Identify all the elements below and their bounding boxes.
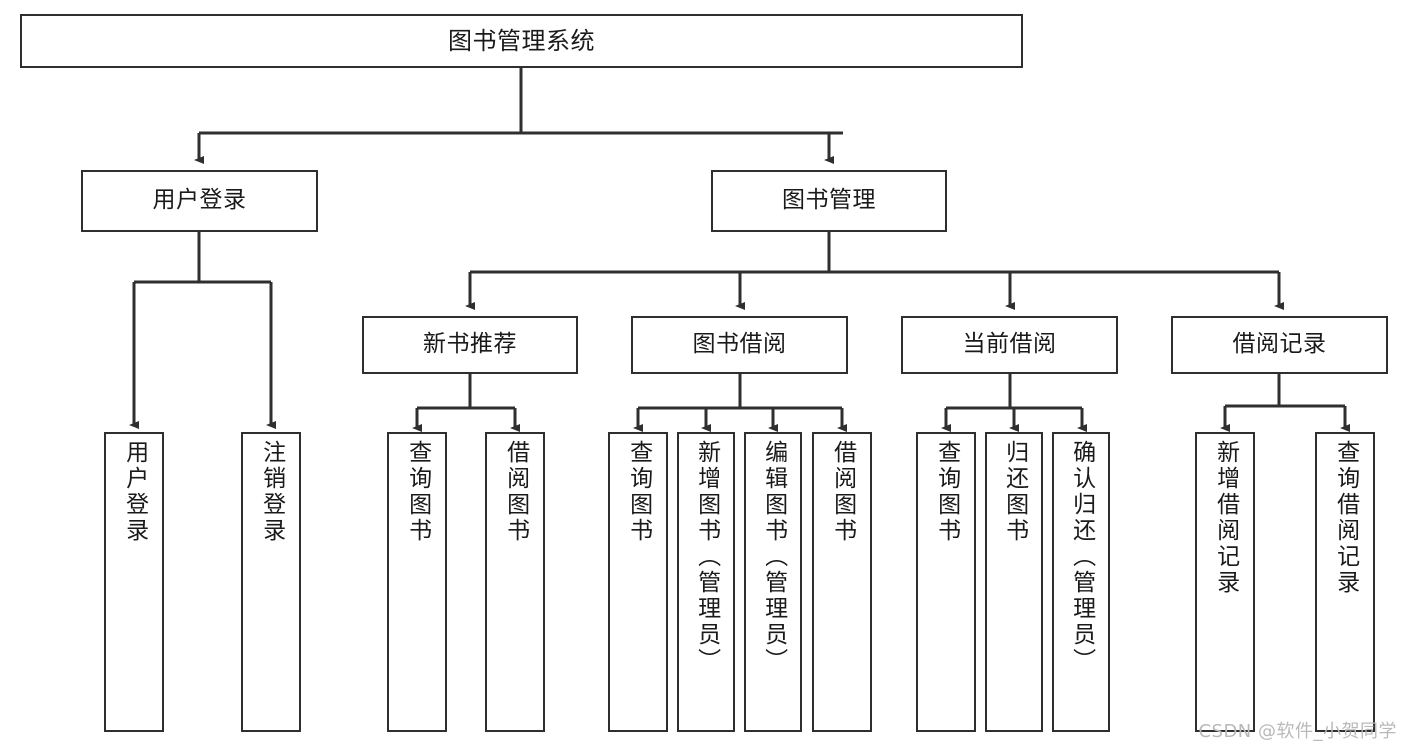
node-leaf-add-book[interactable]: 新增图书（管理员） bbox=[677, 432, 735, 732]
node-leaf-query-book-borrow[interactable]: 查询图书 bbox=[608, 432, 668, 732]
node-label: 注销登录 bbox=[258, 440, 285, 544]
node-label: 查询图书 bbox=[933, 440, 960, 544]
node-book-borrow[interactable]: 图书借阅 bbox=[631, 316, 848, 374]
node-label: 借阅图书 bbox=[502, 440, 529, 544]
node-borrow-record[interactable]: 借阅记录 bbox=[1171, 316, 1388, 374]
node-label: 用户登录 bbox=[121, 440, 148, 544]
node-leaf-add-borrow-record[interactable]: 新增借阅记录 bbox=[1195, 432, 1255, 732]
node-label: 图书借阅 bbox=[692, 331, 787, 358]
node-user-login[interactable]: 用户登录 bbox=[81, 170, 318, 232]
node-leaf-edit-book[interactable]: 编辑图书（管理员） bbox=[744, 432, 802, 732]
watermark-text: CSDN @软件_小贺同学 bbox=[1198, 721, 1397, 742]
node-leaf-query-book-recommend[interactable]: 查询图书 bbox=[387, 432, 447, 732]
node-leaf-query-book-current[interactable]: 查询图书 bbox=[916, 432, 976, 732]
node-leaf-user-login[interactable]: 用户登录 bbox=[104, 432, 164, 732]
node-label: 用户登录 bbox=[152, 187, 247, 214]
node-label: 借阅记录 bbox=[1232, 331, 1327, 358]
node-label: 新增借阅记录 bbox=[1212, 440, 1239, 596]
node-leaf-borrow-book-recommend[interactable]: 借阅图书 bbox=[485, 432, 545, 732]
node-label: 编辑图书（管理员） bbox=[760, 440, 787, 674]
node-book-management[interactable]: 图书管理 bbox=[711, 170, 947, 232]
node-root-book-management-system[interactable]: 图书管理系统 bbox=[20, 14, 1023, 68]
node-label: 图书管理系统 bbox=[448, 26, 595, 55]
node-leaf-query-borrow-record[interactable]: 查询借阅记录 bbox=[1315, 432, 1375, 732]
node-label: 借阅图书 bbox=[829, 440, 856, 544]
node-label: 图书管理 bbox=[782, 187, 876, 214]
node-label: 当前借阅 bbox=[962, 331, 1057, 358]
node-label: 新增图书（管理员） bbox=[693, 440, 720, 674]
node-label: 确认归还（管理员） bbox=[1068, 440, 1095, 674]
node-new-book-recommend[interactable]: 新书推荐 bbox=[362, 316, 578, 374]
node-leaf-borrow-book[interactable]: 借阅图书 bbox=[812, 432, 872, 732]
node-label: 归还图书 bbox=[1001, 440, 1028, 544]
node-label: 查询借阅记录 bbox=[1332, 440, 1359, 596]
node-label: 新书推荐 bbox=[423, 331, 517, 358]
node-leaf-return-book[interactable]: 归还图书 bbox=[985, 432, 1043, 732]
node-label: 查询图书 bbox=[625, 440, 652, 544]
node-current-borrow[interactable]: 当前借阅 bbox=[901, 316, 1118, 374]
node-leaf-confirm-return[interactable]: 确认归还（管理员） bbox=[1052, 432, 1110, 732]
node-leaf-user-logout[interactable]: 注销登录 bbox=[241, 432, 301, 732]
node-label: 查询图书 bbox=[404, 440, 431, 544]
